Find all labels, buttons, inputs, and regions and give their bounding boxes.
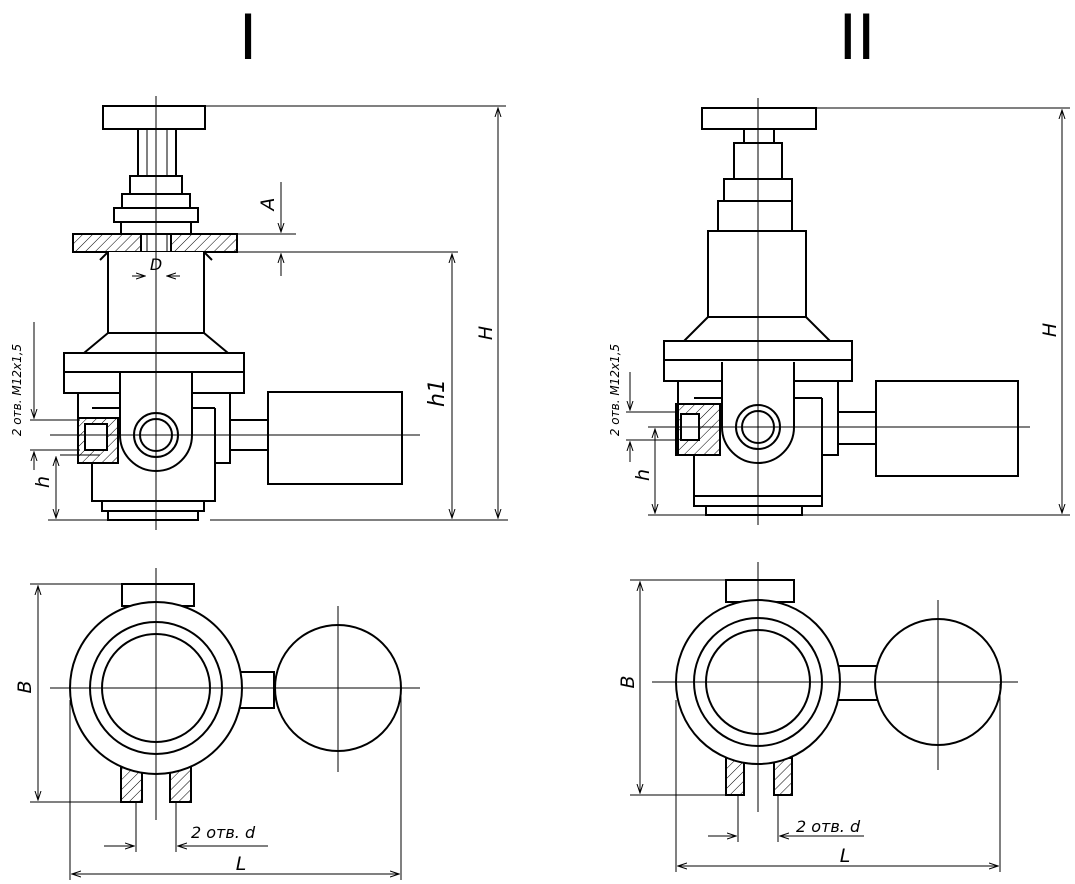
view-two-dim-h: h (632, 469, 654, 481)
view-one-dim-H: H (475, 326, 497, 340)
view-two-dim-B: B (617, 675, 639, 688)
view-one-dim-h1: h1 (425, 379, 450, 407)
view-two-dim-L: L (840, 845, 851, 867)
view-one-dim-L: L (236, 853, 247, 875)
view-one-front (50, 96, 420, 530)
view-one-dim-A: A (257, 198, 279, 213)
view-one-dim-D: D (150, 255, 162, 274)
view-two-holes-note: 2 отв. d (796, 817, 861, 836)
view-two-dimensions (626, 107, 1070, 516)
view-one-thread-note: 2 отв. М12х1,5 (10, 344, 24, 436)
view-two-dim-H: H (1039, 323, 1061, 337)
view-one-plan (30, 568, 420, 880)
view-two-front (648, 98, 1030, 525)
view-one-dimensions (30, 105, 508, 521)
view-two-thread-note: 2 отв. М12х1,5 (608, 344, 622, 436)
view-one-dim-h: h (32, 476, 54, 488)
view-one-dim-B: B (14, 680, 36, 693)
view-two-title: II (839, 0, 876, 73)
view-one-holes-note: 2 отв. d (191, 823, 256, 842)
view-one-title: I (239, 0, 257, 73)
view-two-plan (630, 562, 1018, 872)
